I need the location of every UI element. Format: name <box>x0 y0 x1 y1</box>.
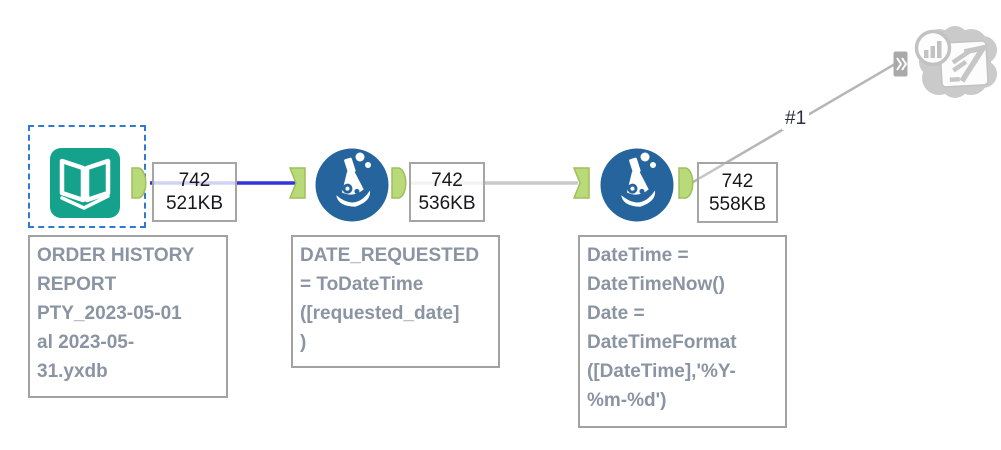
input-anchor[interactable] <box>289 167 307 199</box>
chart-render-tool[interactable] <box>909 20 1001 106</box>
formula-tool-2[interactable] <box>600 148 674 222</box>
document-icon <box>939 40 990 88</box>
output-anchor[interactable] <box>131 167 151 199</box>
chart-render-tool-icon <box>914 26 997 98</box>
disabled-input-anchor[interactable] <box>893 51 908 77</box>
tool-annotation-formula-2[interactable]: DateTime = DateTimeNow() Date = DateTime… <box>578 235 787 428</box>
record-count: 742 <box>178 170 211 191</box>
connection-progress-badge-3[interactable]: 742 558KB <box>697 162 778 223</box>
flask-icon <box>621 157 656 207</box>
input-data-tool[interactable] <box>50 148 120 218</box>
chevrons-right-icon <box>896 57 908 71</box>
connection-progress-badge-2[interactable]: 742 536KB <box>409 162 485 222</box>
data-size: 536KB <box>418 193 476 214</box>
output-anchor[interactable] <box>678 167 698 199</box>
flask-icon <box>336 157 371 207</box>
data-size: 558KB <box>708 193 767 215</box>
formula-tool-icon <box>600 148 674 222</box>
magnifier-chart-icon <box>914 29 952 67</box>
record-count: 742 <box>431 170 463 191</box>
formula-tool-1[interactable] <box>315 148 389 222</box>
connection-progress-badge-1[interactable]: 742 521KB <box>152 162 237 222</box>
output-anchor[interactable] <box>391 167 411 199</box>
pencil-icon <box>959 43 990 83</box>
record-count: 742 <box>721 170 754 192</box>
open-book-icon <box>59 158 111 210</box>
formula-tool-icon <box>315 148 389 222</box>
tool-annotation-formula-1[interactable]: DATE_REQUESTED = ToDateTime ([requested_… <box>291 235 500 368</box>
input-anchor[interactable] <box>573 167 591 199</box>
connection-label: #1 <box>782 108 810 130</box>
tool-annotation-input[interactable]: ORDER HISTORY REPORT PTY_2023-05-01 al 2… <box>28 235 228 398</box>
data-size: 521KB <box>165 193 224 214</box>
input-data-tool-icon <box>50 148 120 218</box>
